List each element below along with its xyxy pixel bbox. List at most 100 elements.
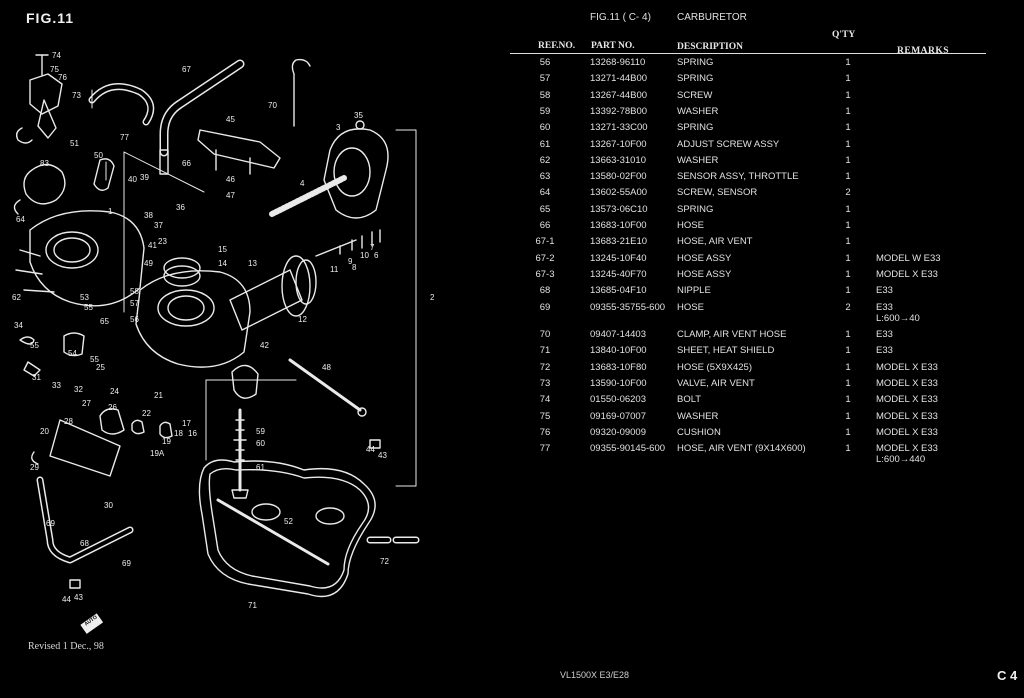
description-cell: NIPPLE (677, 285, 711, 297)
part-number-cell: 09355-90145-600 (590, 443, 666, 455)
svg-text:36: 36 (176, 203, 185, 212)
description-cell: ADJUST SCREW ASSY (677, 138, 780, 150)
qty-cell: 1 (845, 377, 851, 389)
ref-cell: 67-3 (535, 268, 555, 280)
svg-text:71: 71 (248, 601, 257, 610)
svg-text:40: 40 (128, 175, 137, 184)
description-cell: SHEET, HEAT SHIELD (677, 345, 775, 357)
remarks-cell: E33 (876, 285, 893, 296)
remarks-line: MODEL X E33 (876, 268, 938, 280)
qty-cell: 1 (845, 394, 851, 406)
svg-text:58: 58 (130, 287, 139, 296)
remarks-line: MODEL X E33 (876, 410, 938, 422)
svg-text:7: 7 (370, 243, 375, 252)
qty-cell: 1 (845, 105, 851, 117)
ref-cell: 70 (539, 329, 551, 340)
figure-reference: FIG.11 ( C- 4) (590, 12, 651, 23)
svg-text:69: 69 (46, 519, 55, 528)
svg-text:4: 4 (300, 179, 305, 188)
svg-text:29: 29 (30, 463, 39, 472)
part-number-cell: 13573-06C10 (590, 203, 648, 215)
description-cell: HOSE (677, 220, 704, 231)
ref-cell: 75 (539, 410, 551, 422)
part-number-cell: 13267-10F00 (590, 138, 647, 150)
svg-text:42: 42 (260, 341, 269, 350)
svg-text:13: 13 (248, 259, 257, 268)
svg-text:44: 44 (62, 595, 71, 604)
remarks-line: MODEL X E33 (876, 443, 938, 455)
svg-text:47: 47 (226, 191, 235, 200)
svg-text:3: 3 (336, 123, 341, 132)
ref-cell: 62 (539, 154, 551, 166)
qty-cell: 1 (845, 361, 851, 373)
qty-cell: 1 (845, 73, 851, 85)
remarks-line: E33 (876, 301, 893, 313)
qty-cell: 1 (845, 171, 851, 183)
ref-cell: 74 (539, 394, 551, 406)
part-number-cell: 13267-44B00 (590, 89, 648, 101)
ref-cell: 71 (539, 345, 551, 357)
svg-text:38: 38 (144, 211, 153, 220)
part-number-cell: 09169-07007 (590, 410, 646, 422)
svg-text:35: 35 (354, 111, 363, 120)
remarks-cell: E33 (876, 345, 893, 356)
svg-text:20: 20 (40, 427, 49, 436)
svg-text:23: 23 (158, 237, 167, 246)
svg-text:67: 67 (182, 65, 191, 74)
col-part-heading: PART NO. (591, 41, 635, 51)
svg-text:64: 64 (16, 215, 25, 224)
svg-text:48: 48 (322, 363, 331, 372)
part-number-cell: 09320-09009 (590, 426, 646, 438)
qty-cell: 1 (845, 443, 851, 455)
svg-text:53: 53 (80, 293, 89, 302)
ref-cell: 58 (539, 89, 551, 101)
qty-cell: 1 (845, 268, 851, 280)
ref-cell: 68 (539, 285, 551, 297)
svg-text:66: 66 (182, 159, 191, 168)
svg-text:56: 56 (130, 315, 139, 324)
remarks-cell: MODEL X E33 (876, 269, 938, 280)
svg-text:12: 12 (298, 315, 307, 324)
svg-text:2: 2 (430, 293, 435, 302)
qty-cell: 1 (845, 410, 851, 422)
svg-text:76: 76 (58, 73, 67, 82)
description-cell: SPRING (677, 122, 714, 134)
part-number-cell: 13580-02F00 (590, 171, 647, 183)
part-number-cell: 09355-35755-600 (590, 301, 666, 313)
svg-text:30: 30 (104, 501, 113, 510)
svg-text:39: 39 (140, 173, 149, 182)
description-cell: SCREW (677, 89, 713, 101)
svg-text:19: 19 (162, 437, 171, 446)
svg-text:9: 9 (348, 257, 353, 266)
svg-text:65: 65 (100, 317, 109, 326)
svg-text:34: 34 (14, 321, 23, 330)
description-cell: SPRING (677, 57, 714, 68)
ref-cell: 69 (539, 301, 551, 313)
part-number-cell: 13663-31010 (590, 154, 646, 166)
part-number-cell: 13392-78B00 (590, 105, 648, 117)
svg-text:11: 11 (330, 265, 339, 274)
air-vent-valve-shape (29, 73, 63, 139)
svg-text:59: 59 (256, 427, 265, 436)
part-number-cell: 13685-04F10 (590, 285, 647, 297)
description-cell: WASHER (677, 410, 719, 422)
figure-title: FIG.11 (26, 10, 75, 26)
description-cell: WASHER (677, 154, 719, 166)
remarks-cell: MODEL X E33 (876, 394, 938, 405)
svg-text:55: 55 (90, 355, 99, 364)
description-cell: HOSE (677, 301, 704, 313)
svg-text:6: 6 (374, 251, 379, 260)
svg-text:55: 55 (30, 341, 39, 350)
svg-text:54: 54 (68, 349, 77, 358)
